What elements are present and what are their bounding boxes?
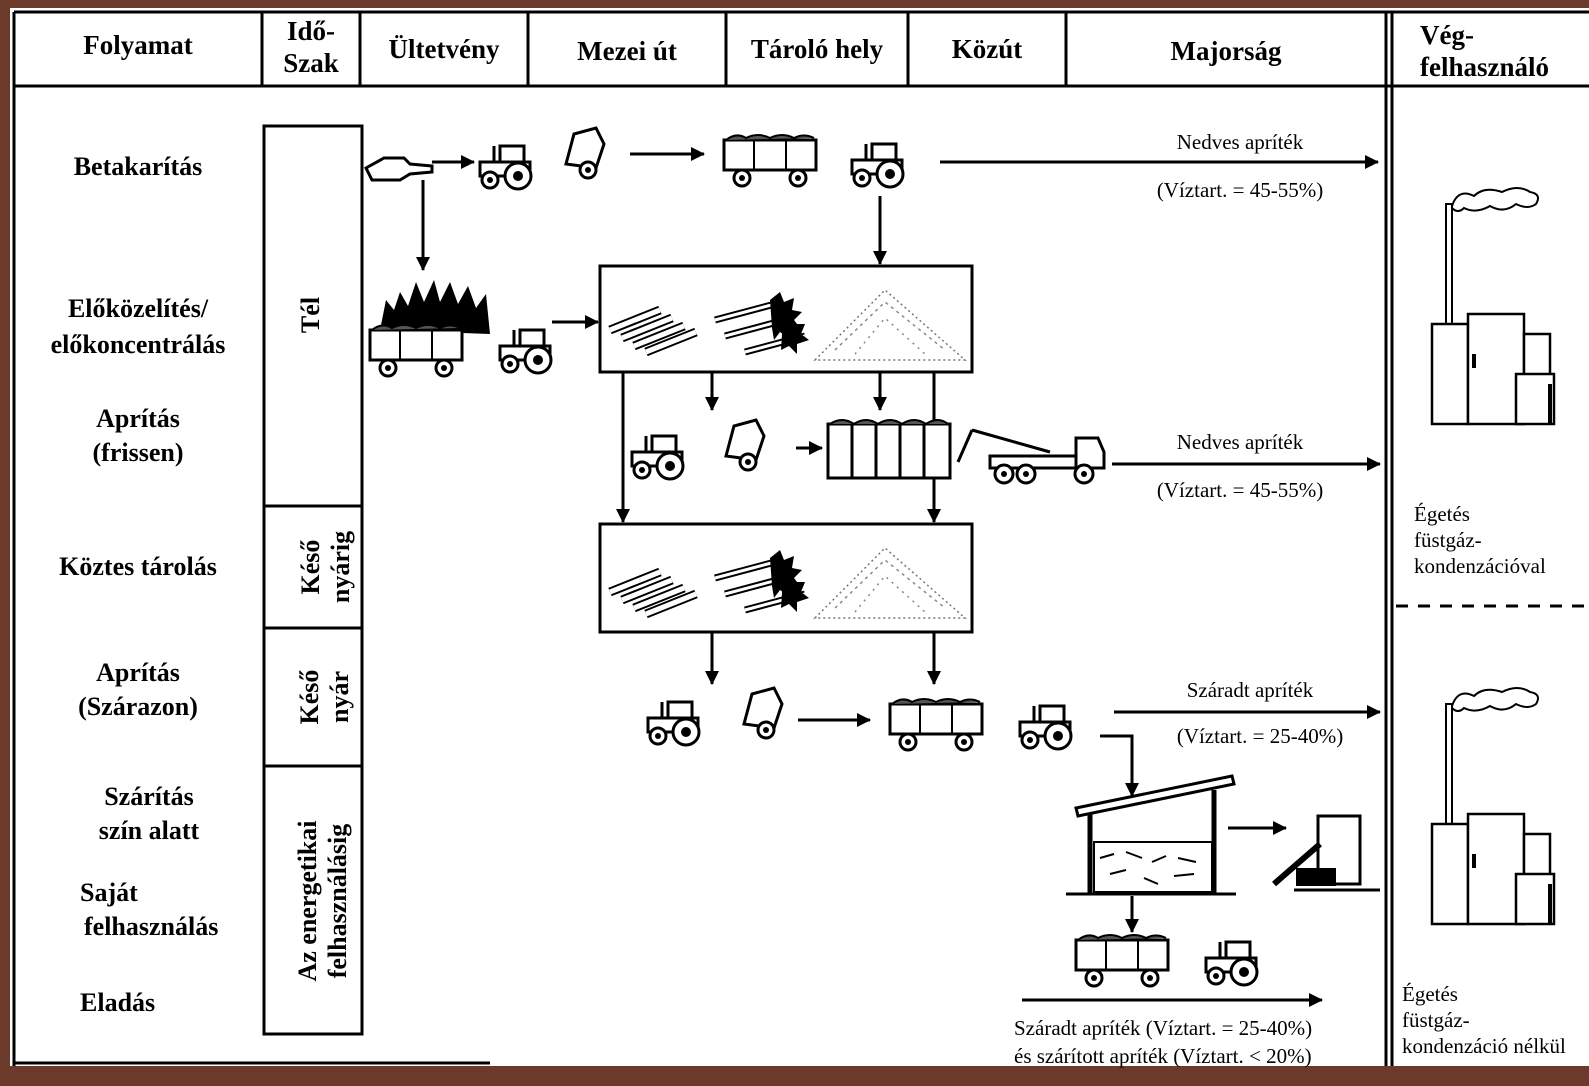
header-process: Folyamat <box>14 30 262 60</box>
process-drying-line1: Szárítás <box>14 780 284 813</box>
process-intermediate-storage: Köztes tárolás <box>14 550 262 583</box>
header-plantation: Ültetvény <box>360 34 528 64</box>
flow-wet-chips-2-moisture: (Víztart. = 45-55%) <box>1120 478 1360 502</box>
period-late-summer-line2: nyár <box>325 632 355 762</box>
period-late-summer-until-line1: Késő <box>296 509 326 625</box>
header-public-road: Közút <box>908 34 1066 64</box>
end-use-with-condensation-line2: füstgáz- <box>1414 528 1482 553</box>
process-clearing: Betakarítás <box>14 150 262 183</box>
header-period-line1: Idő- <box>262 16 360 46</box>
header-end-user-line1: Vég- <box>1420 20 1474 50</box>
process-chipping-dry-line1: Aprítás <box>14 656 262 689</box>
flow-wet-chips-2: Nedves apríték <box>1120 430 1360 454</box>
flow-wet-chips-1: Nedves apríték <box>1120 130 1360 154</box>
header-farm: Majorság <box>1066 36 1386 66</box>
process-drying-line2: szín alatt <box>14 814 284 847</box>
header-period-line2: Szak <box>262 48 360 78</box>
period-late-summer-until-line2: nyárig <box>326 509 356 625</box>
period-until-energy-use-line2: felhasználásig <box>323 771 353 1031</box>
end-use-without-condensation-line1: Égetés <box>1402 982 1458 1007</box>
flow-sale-line1: Száradt apríték (Víztart. = 25-40%) <box>1014 1016 1374 1040</box>
header-storage: Tároló hely <box>726 34 908 64</box>
container-icon <box>828 420 950 478</box>
header-end-user-line2: felhasználó <box>1420 52 1549 82</box>
flow-dry-chips-moisture: (Víztart. = 25-40%) <box>1130 724 1390 748</box>
end-use-without-condensation-line2: füstgáz- <box>1402 1008 1470 1033</box>
period-late-summer-line1: Késő <box>295 632 325 762</box>
process-preconcentration-line1: Előközelítés/ <box>14 292 262 325</box>
flow-sale-line2: és szárított apríték (Víztart. < 20%) <box>1014 1044 1374 1068</box>
process-chipping-dry-line2: (Szárazon) <box>14 690 262 723</box>
process-own-use-line1: Saját <box>80 876 138 909</box>
end-use-with-condensation-line3: kondenzációval <box>1414 554 1546 579</box>
process-chipping-fresh-line2: (frissen) <box>14 436 262 469</box>
process-preconcentration-line2: előkoncentrálás <box>14 328 262 361</box>
period-until-energy-use-line1: Az energetikai <box>293 771 323 1031</box>
end-use-without-condensation-line3: kondenzáció nélkül <box>1402 1034 1566 1059</box>
end-use-with-condensation-line1: Égetés <box>1414 502 1470 527</box>
flow-dry-chips: Száradt apríték <box>1130 678 1370 702</box>
process-chipping-fresh-line1: Aprítás <box>14 402 262 435</box>
process-sale: Eladás <box>80 986 155 1019</box>
process-own-use-line2: felhasználás <box>84 910 218 943</box>
period-winter: Tél <box>296 217 326 413</box>
flow-wet-chips-1-moisture: (Víztart. = 45-55%) <box>1120 178 1360 202</box>
header-field-road: Mezei út <box>528 36 726 66</box>
